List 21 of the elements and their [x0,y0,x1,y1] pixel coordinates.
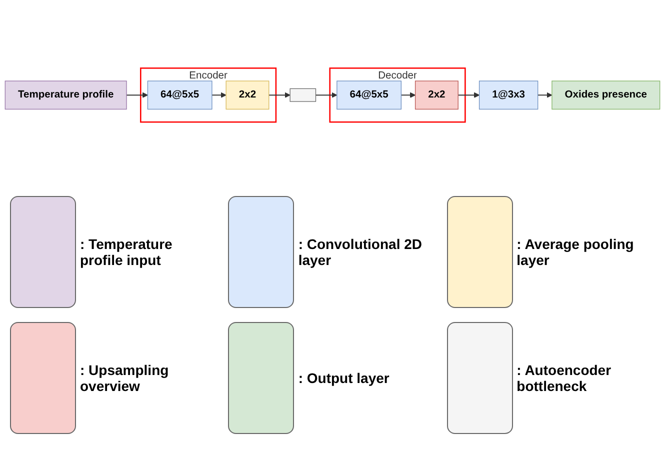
node-box [290,88,316,102]
arrow [458,92,480,98]
arrow [537,92,552,98]
arrow [211,92,226,98]
legend-text: : Autoencoder bottleneck [516,362,612,394]
arrow [268,92,290,98]
node-box: Temperature profile [4,80,127,110]
legend-text: : Convolutional 2D layer [298,236,423,268]
arrow [126,92,148,98]
arrow [315,92,338,98]
node-box: 64@5x5 [336,80,402,110]
node-box: 2x2 [226,80,270,110]
arrow [400,92,416,98]
node-box: Oxides presence [552,80,660,110]
node-box: 1@3x3 [478,80,538,110]
node-box: 64@5x5 [147,80,212,110]
legend-text: : Temperature profile input [80,236,174,268]
legend-text: : Upsampling overview [80,362,170,394]
legend-text: : Average pooling layer [516,236,635,268]
legend-text: : Output layer [298,370,390,386]
node-box: 2x2 [414,80,458,110]
